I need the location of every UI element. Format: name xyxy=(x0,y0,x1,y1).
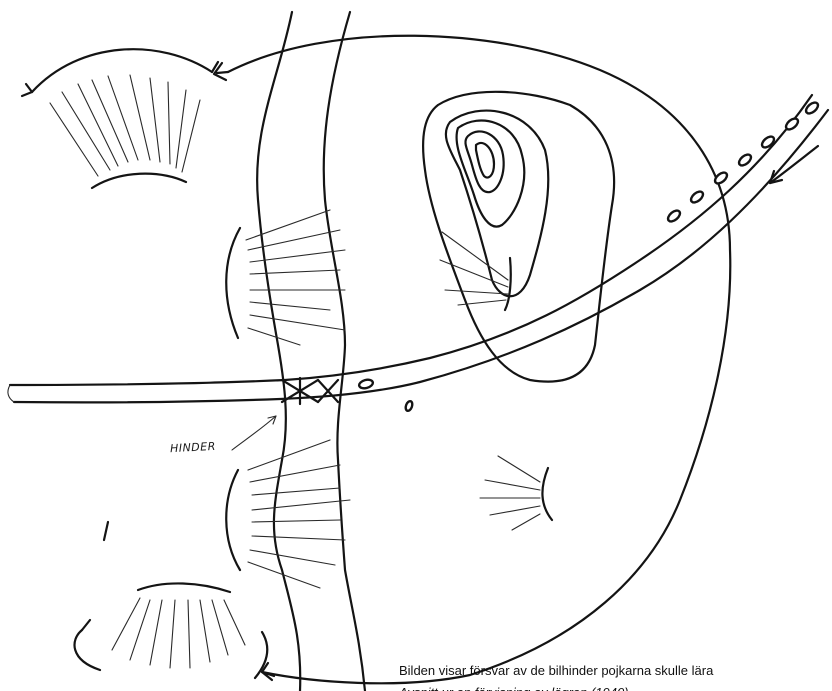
ditch-left-line xyxy=(257,12,300,691)
firing-position-bottom-left xyxy=(75,583,268,678)
caption-line-2: Avsnitt ur en förvisning av lägren (1940… xyxy=(399,682,832,691)
road-end-left xyxy=(8,385,14,402)
firing-position-hill xyxy=(440,232,511,310)
hinder-pointer-arrow xyxy=(232,416,276,450)
hinder-label: HINDER xyxy=(170,440,216,455)
firing-position-left xyxy=(226,210,345,345)
hill-contours xyxy=(423,92,614,382)
obstacle-mark xyxy=(282,378,338,404)
firing-position-top-left xyxy=(22,49,218,188)
small-mark xyxy=(104,522,108,540)
firing-position-lower-left xyxy=(226,440,350,588)
caption-line-1: Bilden visar försvar av de bilhinder poj… xyxy=(399,663,713,678)
vehicle-column xyxy=(358,100,820,411)
ambush-area-outline xyxy=(228,36,730,684)
firing-position-right xyxy=(480,456,552,530)
ditch-right-line xyxy=(324,12,365,691)
figure-caption: Bilden visar försvar av de bilhinder poj… xyxy=(399,660,832,691)
